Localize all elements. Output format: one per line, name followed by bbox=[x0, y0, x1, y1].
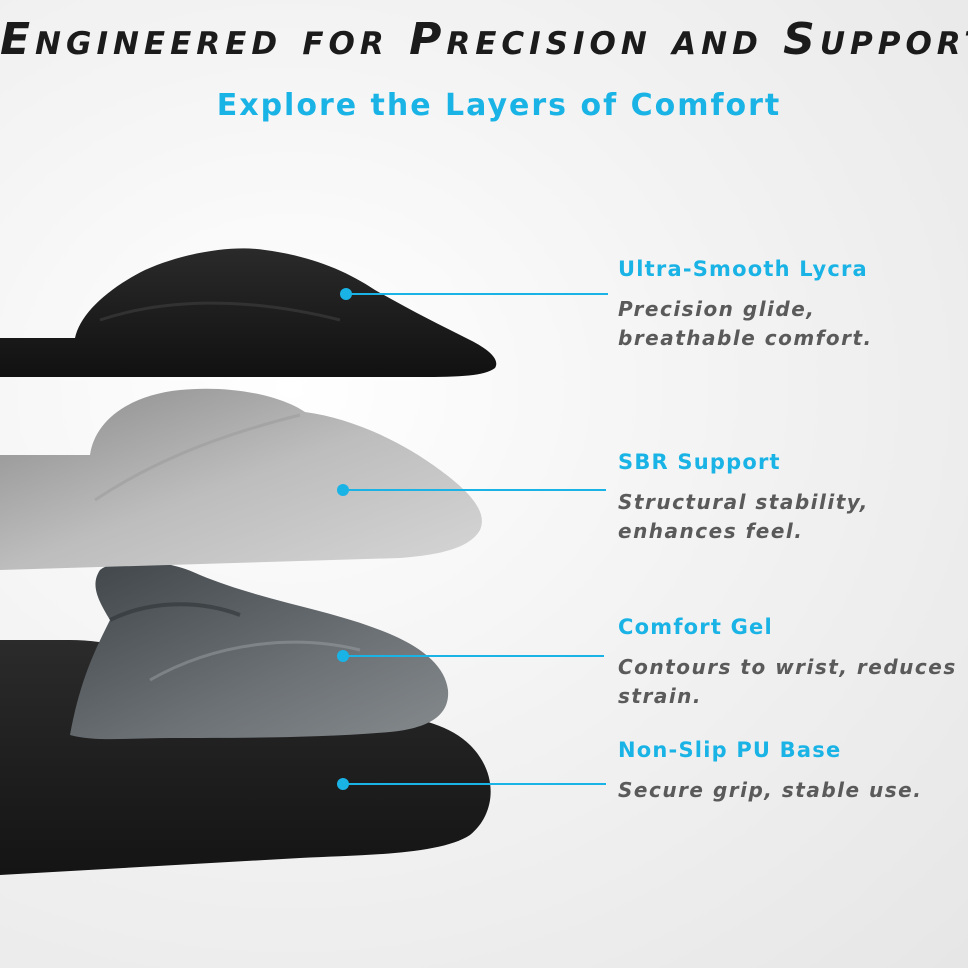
layer-name: Non-Slip PU Base bbox=[618, 738, 842, 762]
layer-lycra-shape bbox=[0, 248, 497, 377]
layer-name: Comfort Gel bbox=[618, 615, 773, 639]
layer-description: Contours to wrist, reduces strain. bbox=[618, 655, 957, 708]
layer-sbr-support-shape bbox=[0, 388, 482, 570]
callout-lycra bbox=[340, 288, 608, 300]
layer-label-lycra: Ultra-Smooth Lycra Precision glide, brea… bbox=[618, 257, 958, 353]
layer-description: Precision glide, breathable comfort. bbox=[618, 297, 873, 350]
layer-label-base: Non-Slip PU Base Secure grip, stable use… bbox=[618, 738, 958, 805]
callout-sbr bbox=[337, 484, 606, 496]
layer-name: Ultra-Smooth Lycra bbox=[618, 257, 868, 281]
layer-comfort-gel-shape bbox=[70, 560, 449, 740]
page-title: Engineered for Precision and Support bbox=[0, 14, 968, 65]
layer-description: Secure grip, stable use. bbox=[618, 778, 923, 802]
layer-label-gel: Comfort Gel Contours to wrist, reduces s… bbox=[618, 615, 958, 711]
callout-base bbox=[337, 778, 606, 790]
layer-label-sbr: SBR Support Structural stability, enhanc… bbox=[618, 450, 958, 546]
page-subtitle: Explore the Layers of Comfort bbox=[216, 88, 782, 123]
callout-gel bbox=[337, 650, 604, 662]
layer-name: SBR Support bbox=[618, 450, 781, 474]
layer-description: Structural stability, enhances feel. bbox=[618, 490, 869, 543]
